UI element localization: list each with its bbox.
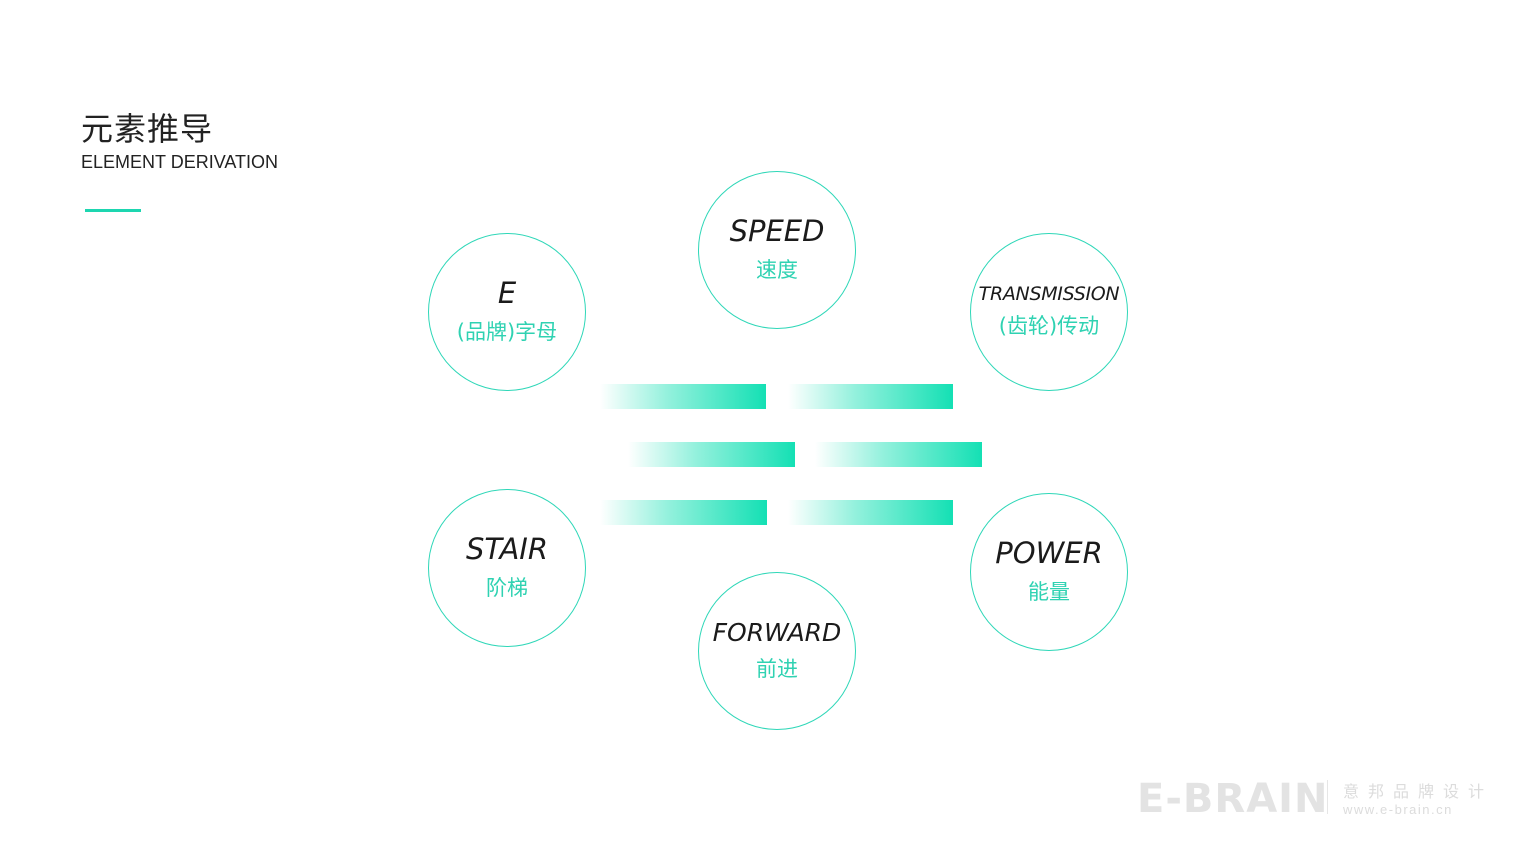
element-en-label: STAIR: [465, 532, 548, 567]
gradient-bar: [788, 384, 953, 409]
gradient-bar: [628, 442, 795, 467]
element-en-label: SPEED: [729, 214, 825, 249]
element-en-label: FORWARD: [712, 618, 842, 648]
element-cn-label: 阶梯: [486, 575, 528, 600]
title-underline: [85, 209, 141, 212]
element-cn-label: (品牌)字母: [456, 319, 558, 344]
element-cn-label: 前进: [756, 656, 798, 681]
brand-name-cn: 意邦品牌设计: [1343, 782, 1494, 801]
page-title: 元素推导: [81, 110, 214, 148]
element-en-label: POWER: [995, 536, 1103, 571]
page-subtitle: ELEMENT DERIVATION: [81, 152, 279, 172]
gradient-bar: [600, 384, 766, 409]
footer-divider: [1327, 780, 1328, 814]
element-circle-e: E (品牌)字母: [428, 233, 586, 391]
element-cn-label: 速度: [756, 257, 798, 282]
element-circle-power: POWER 能量: [970, 493, 1128, 651]
gradient-bar: [600, 500, 767, 525]
element-en-label: TRANSMISSION: [978, 282, 1120, 305]
element-circle-speed: SPEED 速度: [698, 171, 856, 329]
element-cn-label: 能量: [1028, 579, 1070, 604]
gradient-bar: [788, 500, 953, 525]
element-cn-label: (齿轮)传动: [998, 314, 1100, 339]
element-circle-forward: FORWARD 前进: [698, 572, 856, 730]
gradient-bar: [815, 442, 982, 467]
brand-logo: E-BRAIN: [1137, 776, 1329, 822]
element-circle-stair: STAIR 阶梯: [428, 489, 586, 647]
element-en-label: E: [497, 276, 517, 311]
brand-url: www.e-brain.cn: [1343, 802, 1453, 817]
element-circle-transmission: TRANSMISSION (齿轮)传动: [970, 233, 1128, 391]
